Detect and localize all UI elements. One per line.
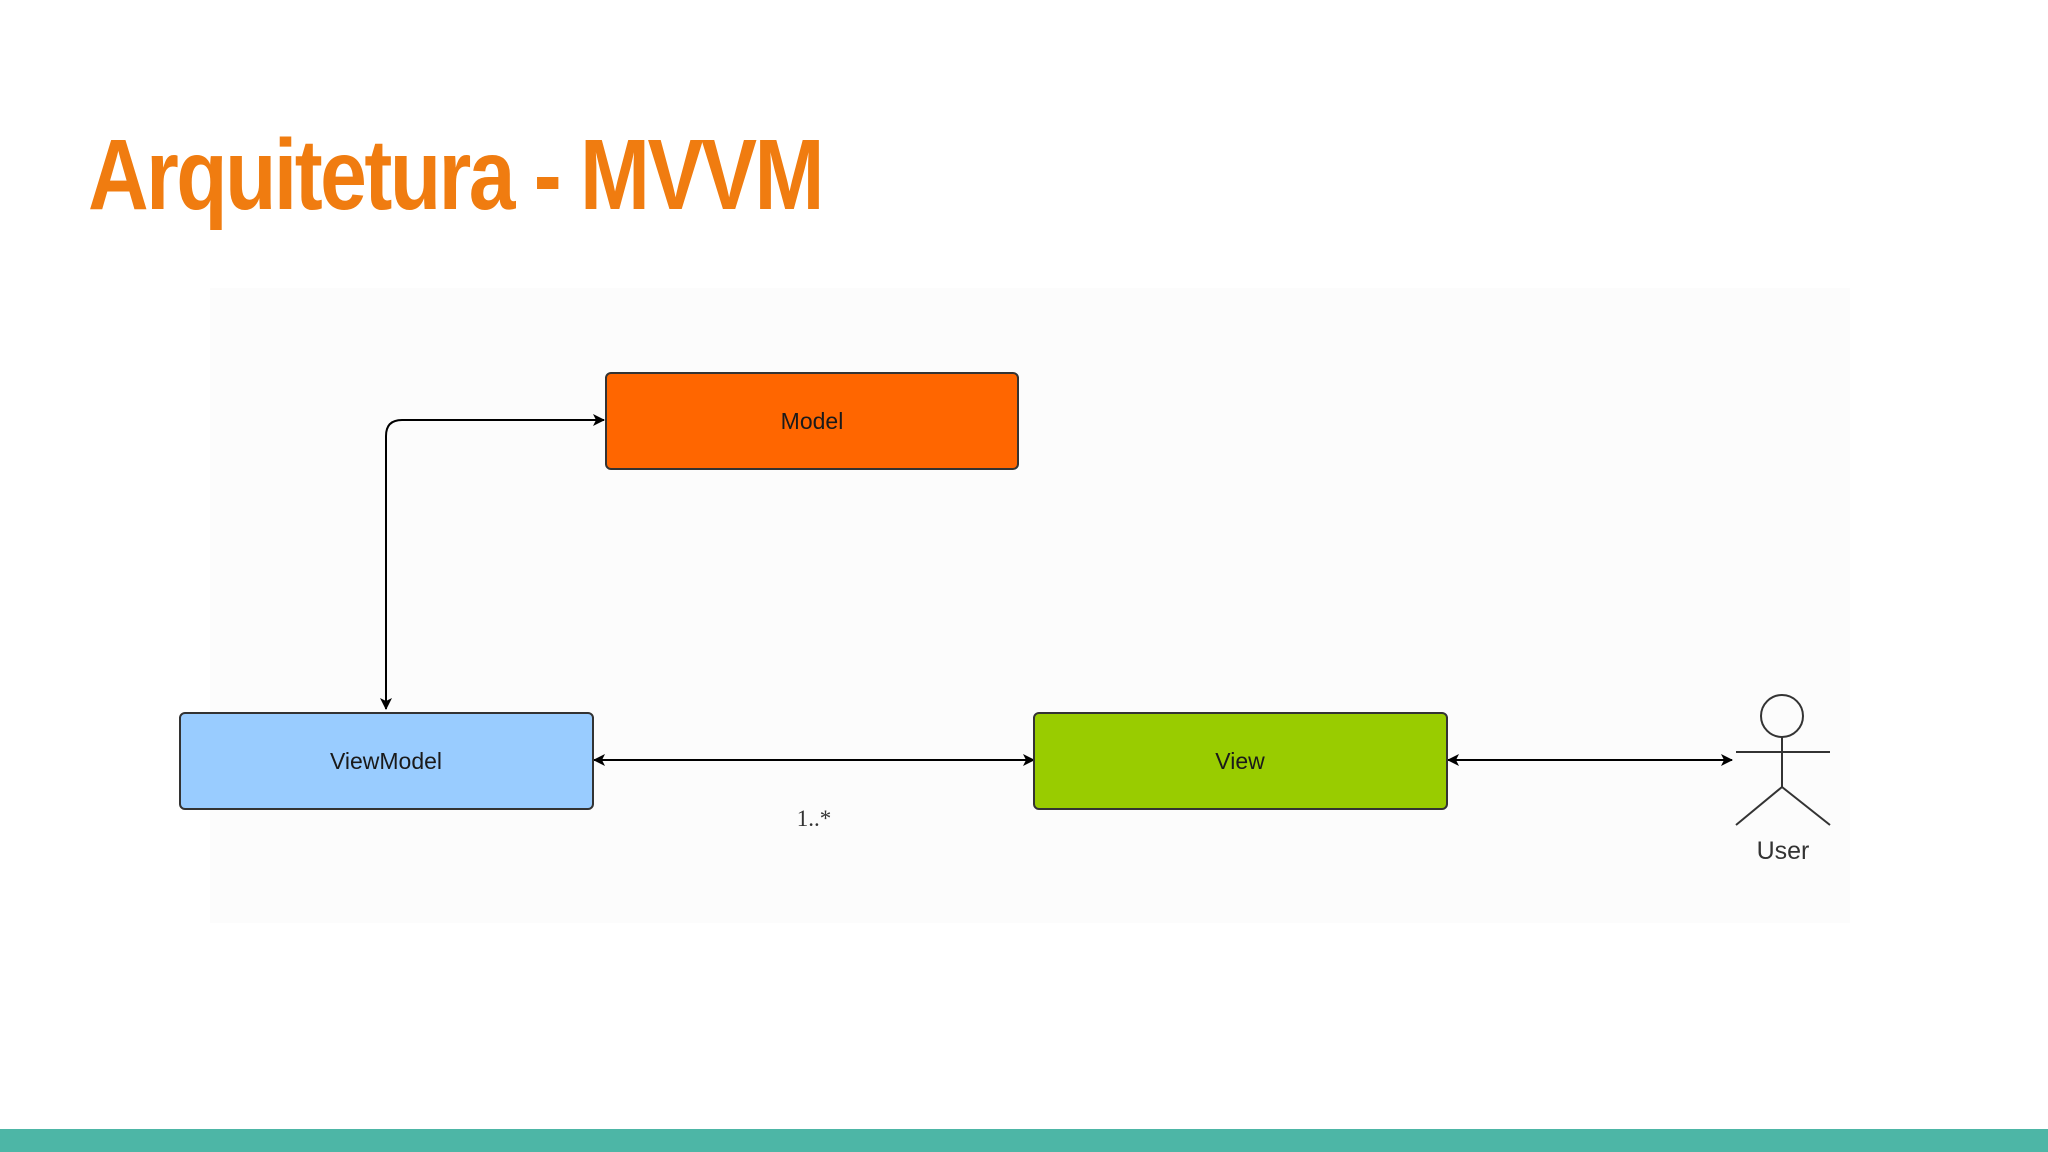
viewmodel-label: ViewModel [330, 748, 442, 774]
viewmodel-model-connector [380, 414, 605, 710]
view-label: View [1215, 748, 1265, 774]
model-box [605, 372, 1019, 470]
actor-right-leg [1781, 786, 1831, 826]
viewmodel-node: ViewModel [179, 712, 594, 810]
view-box [1033, 712, 1448, 810]
actor-left-leg [1735, 786, 1783, 826]
multiplicity-label: 1..* [797, 806, 832, 831]
viewmodel-box [179, 712, 594, 810]
user-actor-icon [1735, 694, 1831, 826]
footer-bar [0, 1129, 2048, 1152]
view-node: View [1033, 712, 1448, 810]
actor-head [1760, 694, 1804, 738]
user-label: User [1757, 837, 1810, 865]
model-label: Model [781, 408, 844, 434]
model-node: Model [605, 372, 1019, 470]
slide-title: Arquitetura - MVVM [88, 119, 825, 231]
